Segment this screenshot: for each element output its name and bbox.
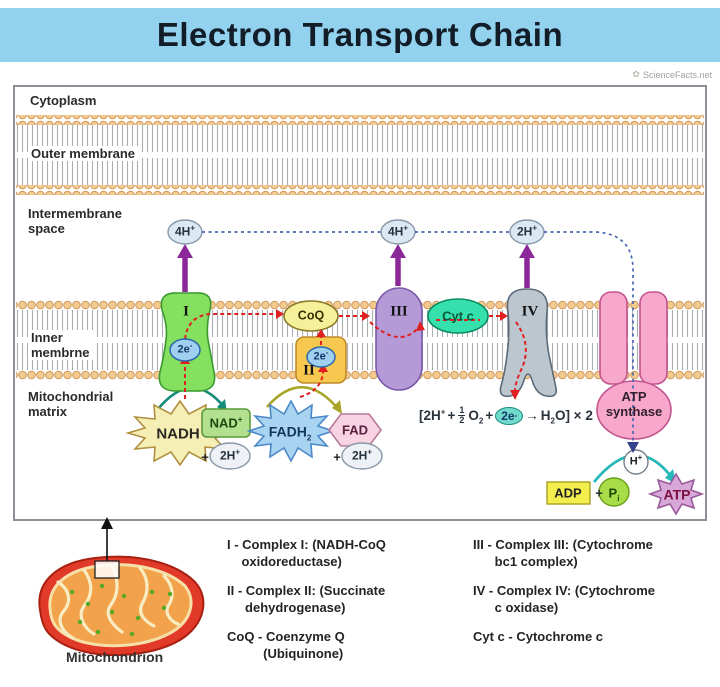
inner-membrane-bilayer (16, 300, 704, 380)
title-bar: Electron Transport Chain (0, 8, 720, 62)
legend-complex-1: I - Complex I: (NADH-CoQ oxidoreductase) (227, 537, 386, 569)
hplus-ball-label: H+ (629, 452, 643, 468)
legend-complex-3: III - Complex III: (Cytochrome bc1 compl… (473, 537, 653, 569)
pi-label: Pi (608, 485, 620, 504)
mitochondrion-illustration (38, 517, 205, 656)
electron-pair-label-c1: 2e- (177, 340, 193, 356)
hplus-ball-shape (623, 449, 649, 475)
proton-2h-label: 2H+ (516, 223, 538, 239)
electron-path (184, 313, 527, 399)
plus-sign-fad: + (333, 449, 341, 465)
atp-synthase-shape (596, 291, 672, 440)
atp-label: ATP (663, 486, 691, 503)
coq-shape (283, 300, 339, 332)
legend-complex-2: II - Complex II: (Succinate dehydrogenas… (227, 583, 386, 615)
legend-right-column: III - Complex III: (Cytochrome bc1 compl… (473, 536, 655, 657)
proton-pump-arrows (177, 244, 535, 292)
adp-label: ADP (554, 485, 582, 501)
watermark: ✿ ScienceFacts.net (632, 69, 712, 80)
fadh2-to-fad-arrow (266, 385, 342, 414)
nad-label: NAD+ (209, 415, 243, 431)
complex-3-shape (375, 287, 423, 391)
watermark-text: ScienceFacts.net (642, 69, 712, 80)
released-2h-label-1: 2H+ (219, 447, 241, 463)
fadh2-shape (246, 399, 336, 463)
outer-membrane-label: Outer membrane (28, 146, 139, 161)
proton-4h-label-1: 4H+ (174, 223, 196, 239)
plus-sign-adp: + (595, 485, 603, 501)
complex-2-label: II (303, 362, 315, 379)
nadh-shape (125, 399, 235, 467)
page-title: Electron Transport Chain (156, 16, 564, 53)
inner-membrane-label: Inner membrne (28, 330, 93, 360)
proton-4h-label-2: 4H+ (387, 223, 409, 239)
legend-left-column: I - Complex I: (NADH-CoQ oxidoreductase)… (227, 536, 386, 674)
released-2h-label-2: 2H+ (351, 447, 373, 463)
matrix-label: Mitochondrial matrix (28, 389, 114, 419)
outer-membrane-bilayer (16, 115, 704, 195)
proton-bubbles (167, 219, 545, 245)
cytoplasm-label: Cytoplasm (30, 93, 97, 108)
electron-pair-label-eq: 2e- (495, 406, 524, 425)
complex-1-label: I (183, 303, 189, 320)
atp-synthase-label: ATP synthase (605, 389, 663, 419)
adp-shape (546, 481, 591, 505)
legend-complex-4: IV - Complex IV: (Cytochrome c oxidase) (473, 583, 656, 615)
electron-path-arrowheads (180, 309, 520, 400)
proton-path (202, 231, 639, 453)
nad-shape (201, 408, 251, 438)
coq-label: CoQ (297, 308, 325, 323)
atp-shape (647, 472, 705, 516)
fad-label: FAD (342, 422, 368, 438)
complex-4-shape (499, 288, 558, 398)
mitochondrion-label: Mitochondrion (66, 649, 164, 665)
electron-pair-label-c2: 2e- (313, 347, 329, 363)
cytc-shape (427, 298, 489, 334)
legend-coq: CoQ - Coenzyme Q (Ubiquinone) (227, 629, 345, 661)
pi-shape (598, 477, 630, 507)
flower-logo-icon: ✿ (632, 69, 640, 79)
electron-pair-bubbles (169, 338, 336, 368)
released-proton-bubbles (209, 442, 383, 470)
fad-shape (328, 413, 382, 447)
fadh2-label: FADH2 (268, 423, 312, 443)
complex-4-label: IV (521, 303, 539, 320)
legend-cytc: Cyt c - Cytochrome c (473, 629, 604, 644)
intermembrane-space-label: Intermembrane space (28, 206, 122, 236)
cytc-label: Cyt c (442, 308, 474, 324)
complex-3-label: III (390, 303, 408, 320)
nadh-label: NADH (156, 425, 200, 443)
plus-sign-nad: + (201, 449, 209, 465)
